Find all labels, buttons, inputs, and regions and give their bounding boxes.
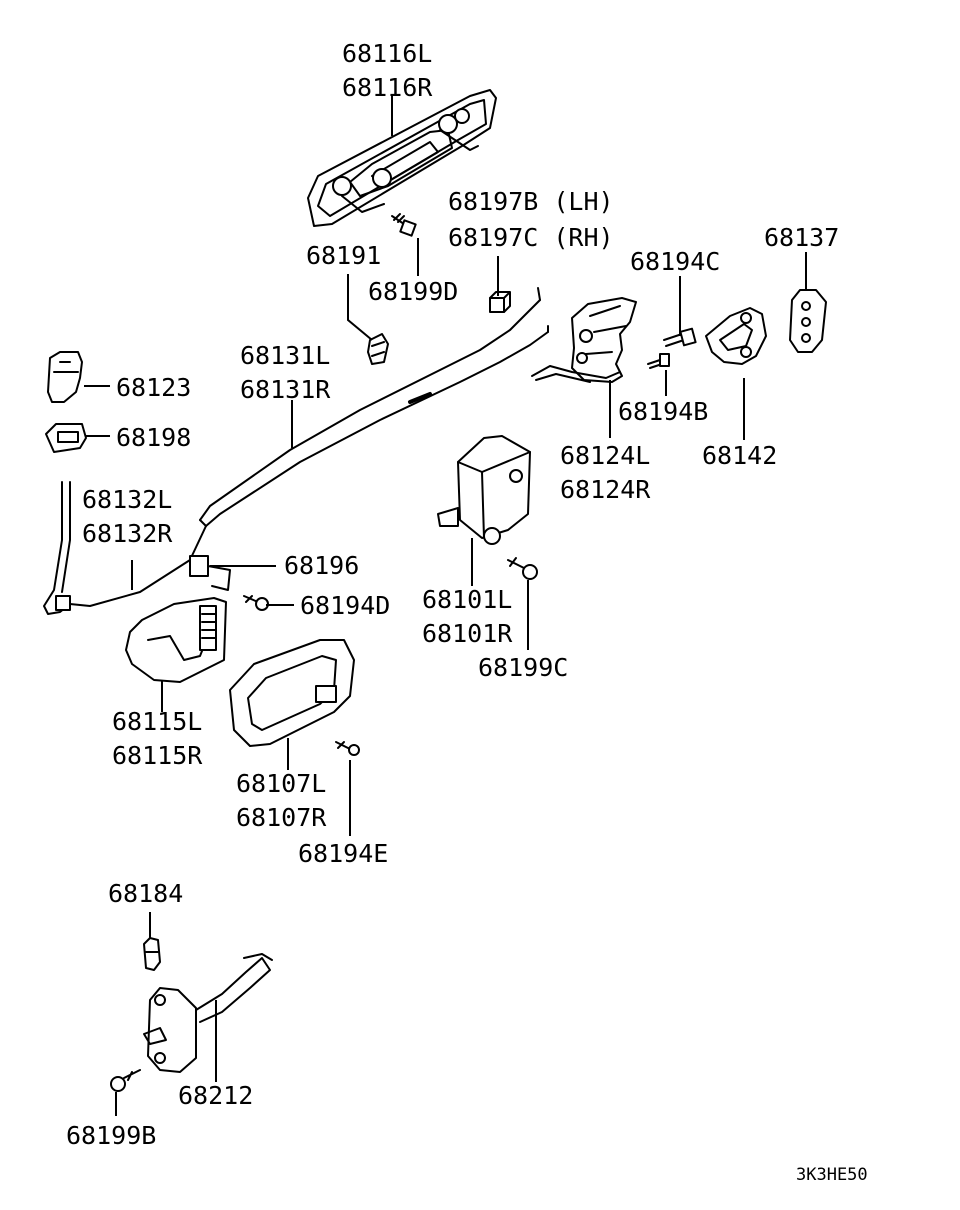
label-68107r: 68107R bbox=[236, 803, 327, 832]
part-68123-drawing bbox=[47, 351, 83, 403]
inside-handle-68115-drawing bbox=[125, 597, 227, 683]
label-68101r: 68101R bbox=[422, 619, 513, 648]
label-68116l: 68116L bbox=[342, 39, 432, 68]
label-68115r: 68115R bbox=[112, 741, 203, 770]
bolt-68199b-drawing bbox=[110, 1069, 141, 1092]
label-68115l: 68115L bbox=[112, 707, 202, 736]
label-68184: 68184 bbox=[108, 879, 183, 908]
screw-68194d-drawing bbox=[243, 595, 269, 611]
screw-68194c-drawing bbox=[663, 327, 697, 347]
label-68194e: 68194E bbox=[298, 839, 388, 868]
label-68199d: 68199D bbox=[368, 277, 458, 306]
actuator-68101-drawing bbox=[437, 435, 531, 545]
label-68101l: 68101L bbox=[422, 585, 512, 614]
label-68198: 68198 bbox=[116, 423, 191, 452]
label-68194c: 68194C bbox=[630, 247, 720, 276]
label-68199b: 68199B bbox=[66, 1121, 156, 1150]
rod-68132-drawing bbox=[43, 481, 207, 615]
label-68197c: 68197C (RH) bbox=[448, 223, 614, 252]
label-68142: 68142 bbox=[702, 441, 777, 470]
clip-68191-drawing bbox=[367, 333, 389, 365]
bolt-68199d-drawing bbox=[391, 213, 417, 237]
rod-68131-drawing bbox=[199, 287, 549, 527]
label-68194d: 68194D bbox=[300, 591, 390, 620]
label-68194b: 68194B bbox=[618, 397, 708, 426]
clip-68196-drawing bbox=[189, 555, 231, 591]
diagram-code: 3K3HE50 bbox=[796, 1165, 868, 1185]
label-68212: 68212 bbox=[178, 1081, 253, 1110]
label-68199c: 68199C bbox=[478, 653, 568, 682]
door-check-68212-drawing bbox=[143, 953, 273, 1073]
escutcheon-68107-drawing bbox=[229, 639, 355, 747]
clip-68197-drawing bbox=[489, 291, 511, 313]
screw-68194e-drawing bbox=[335, 741, 360, 756]
part-68184-drawing bbox=[143, 937, 161, 971]
part-68137-drawing bbox=[789, 289, 827, 353]
label-68124l: 68124L bbox=[560, 441, 650, 470]
label-68131r: 68131R bbox=[240, 375, 331, 404]
leader-lines bbox=[84, 96, 807, 1116]
screw-68194b-drawing bbox=[647, 353, 670, 369]
label-68197b: 68197B (LH) bbox=[448, 187, 614, 216]
part-68198-drawing bbox=[45, 423, 87, 453]
label-68137: 68137 bbox=[764, 223, 839, 252]
striker-68142-drawing bbox=[705, 307, 767, 365]
label-68107l: 68107L bbox=[236, 769, 326, 798]
label-68123: 68123 bbox=[116, 373, 191, 402]
bolt-68199c-drawing bbox=[507, 557, 538, 580]
label-68196: 68196 bbox=[284, 551, 359, 580]
label-68116r: 68116R bbox=[342, 73, 433, 102]
label-68191: 68191 bbox=[306, 241, 381, 270]
lock-68124-drawing bbox=[531, 297, 637, 383]
label-68132r: 68132R bbox=[82, 519, 173, 548]
label-68124r: 68124R bbox=[560, 475, 651, 504]
outside-handle-drawing bbox=[307, 89, 497, 227]
label-68131l: 68131L bbox=[240, 341, 330, 370]
label-68132l: 68132L bbox=[82, 485, 172, 514]
labels: 68116L 68116R 68197B (LH) 68197C (RH) 68… bbox=[66, 39, 868, 1185]
